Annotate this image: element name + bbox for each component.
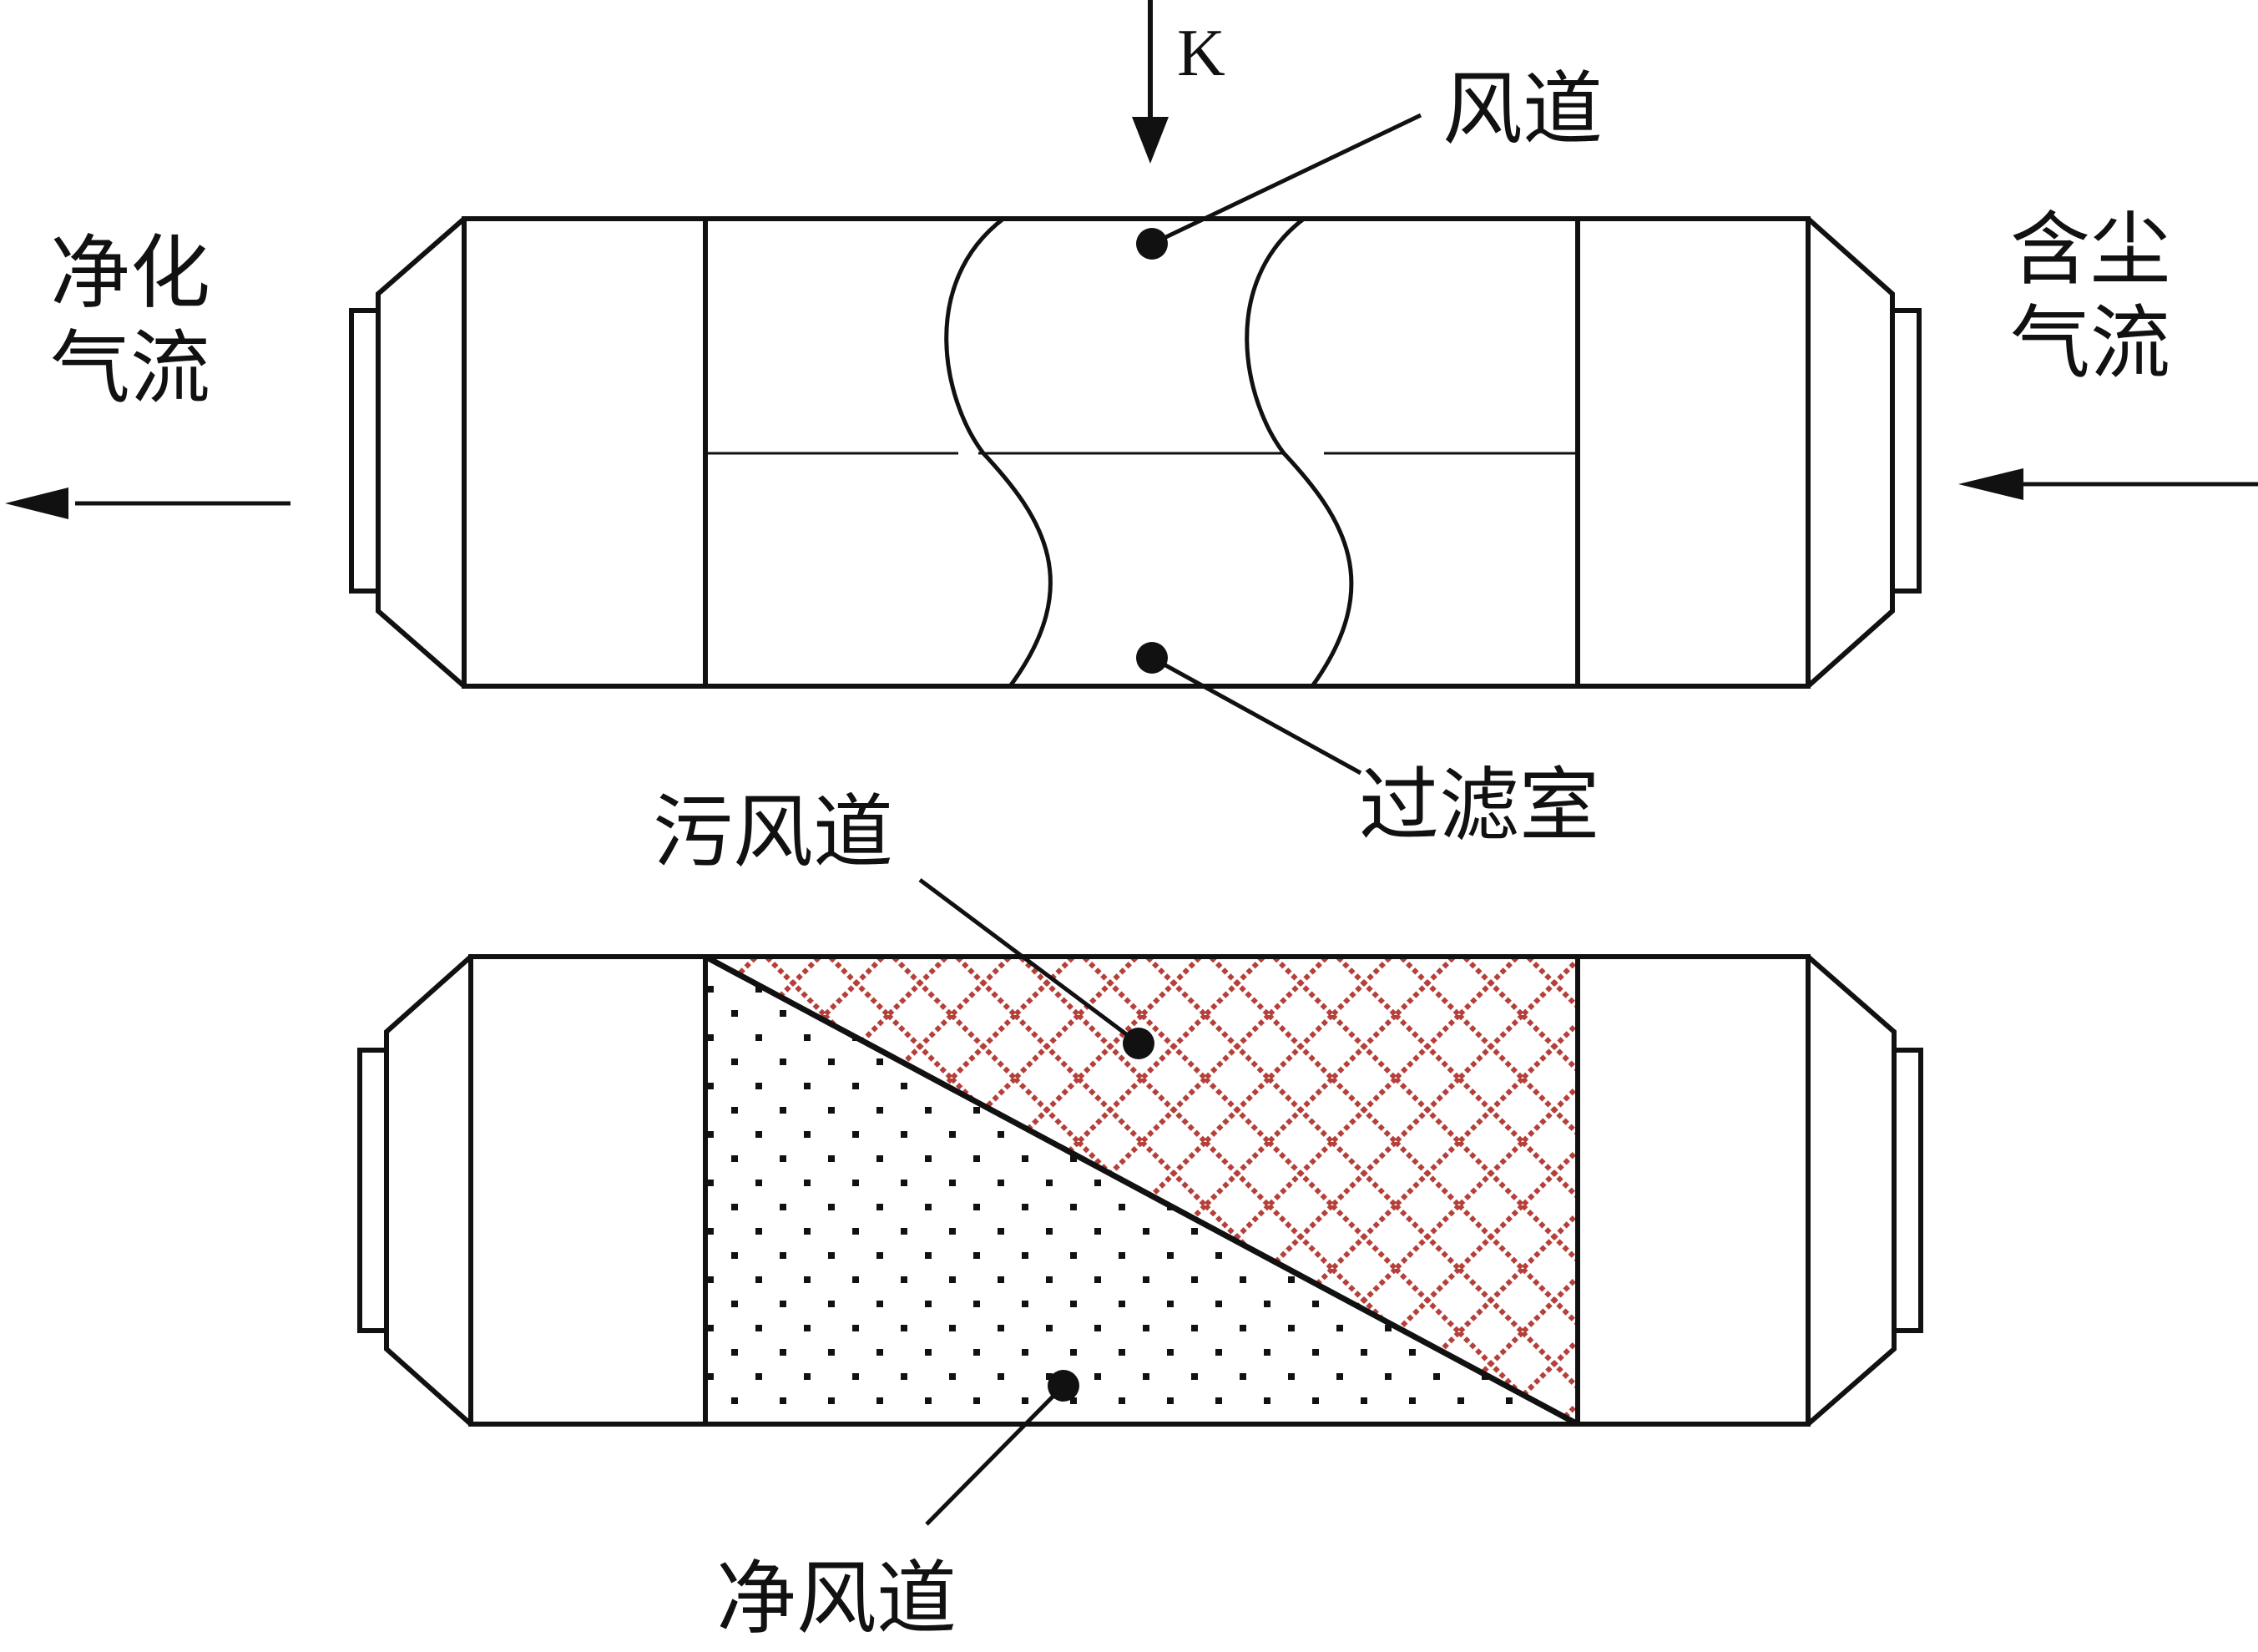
air-duct-label: 风道 bbox=[1442, 63, 1603, 156]
filter-chamber-label: 过滤室 bbox=[1359, 759, 1599, 852]
inlet-flow-arrow bbox=[1958, 468, 2258, 500]
dirty-air-duct-label: 污风道 bbox=[653, 786, 893, 879]
dusty-air-inlet-label-line1: 含尘 bbox=[2010, 203, 2170, 296]
air-duct-marker bbox=[1136, 228, 1168, 260]
bottom-left-flange bbox=[357, 1048, 389, 1333]
top-section-view bbox=[349, 216, 1922, 689]
clean-air-outlet-label-line1: 净化 bbox=[50, 226, 210, 320]
filter-chamber-leader bbox=[1150, 655, 1362, 775]
bottom-housing-body bbox=[468, 954, 1811, 1427]
bottom-right-flange bbox=[1892, 1048, 1923, 1333]
view-k-arrow bbox=[1132, 0, 1169, 164]
view-marker-label: K bbox=[1177, 17, 1225, 90]
top-filter-wave-left bbox=[944, 217, 1053, 688]
bottom-callouts bbox=[918, 877, 1154, 1526]
top-left-end-cap bbox=[376, 216, 466, 689]
bottom-diagonal-divider bbox=[704, 953, 1579, 1427]
air-duct-leader bbox=[1150, 113, 1422, 246]
dirty-air-duct-leader bbox=[918, 877, 1140, 1046]
top-right-flange bbox=[1890, 308, 1922, 594]
outlet-flow-arrow bbox=[5, 488, 290, 519]
dusty-air-inlet-label-line2: 气流 bbox=[2010, 296, 2170, 390]
bottom-k-view bbox=[357, 953, 1923, 1427]
clean-air-duct-marker bbox=[1048, 1370, 1079, 1402]
top-right-end-cap bbox=[1806, 216, 1895, 689]
clean-air-outlet-label-line2: 气流 bbox=[50, 321, 210, 415]
bottom-right-end-cap bbox=[1806, 954, 1897, 1427]
top-filter-wave-right bbox=[1245, 217, 1354, 688]
clean-air-duct-leader bbox=[925, 1384, 1065, 1526]
bottom-left-end-cap bbox=[384, 954, 472, 1427]
top-left-flange bbox=[349, 308, 381, 594]
dirty-air-duct-marker bbox=[1123, 1028, 1154, 1059]
clean-air-duct-label: 净风道 bbox=[716, 1552, 957, 1645]
filter-chamber-marker bbox=[1136, 642, 1168, 674]
top-callouts bbox=[1136, 113, 1422, 775]
top-housing-body bbox=[462, 216, 1811, 689]
